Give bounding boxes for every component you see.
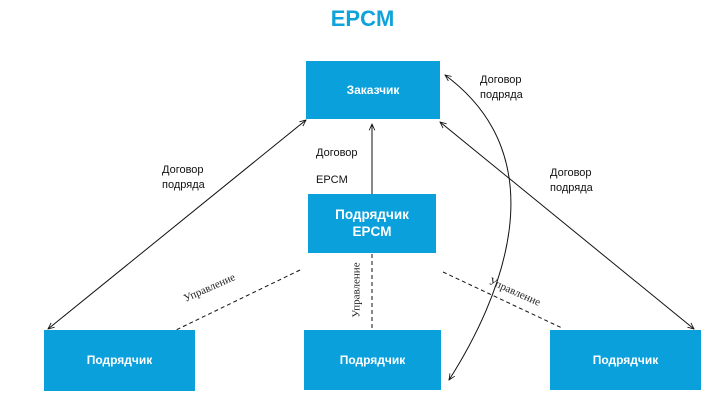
contract-right-label-line1: Договор [550,167,592,179]
contract-right-arrow [440,122,694,329]
management-left-line [175,269,301,331]
management-right-line [442,271,563,329]
customer-label: Заказчик [346,82,400,97]
contractor-right-box: Подрядчик [550,330,701,390]
epcm-contractor-box: Подрядчик EPCM [308,194,436,253]
management-middle-label: Управление [350,262,363,318]
contract-left-label-line1: Договор [162,164,204,176]
diagram-title: EPCM [330,6,395,31]
contract-left-arrow [48,120,306,329]
contract-curve-arrow [445,75,512,380]
contractor-left-label: Подрядчик [86,353,153,367]
epcm-contractor-label-line2: EPCM [352,223,392,239]
contract-epcm-label-line1: Договор [316,147,358,159]
contractor-right-label: Подрядчик [592,352,659,367]
contract-epcm-label-line2: EPCM [316,174,348,186]
contractor-left-box: Подрядчик [44,330,195,391]
customer-box: Заказчик [306,61,440,119]
contract-right-label-line2: подряда [550,182,593,194]
contractor-middle-box: Подрядчик [304,330,441,390]
contract-curve-label-line1: Договор [480,74,522,86]
contract-left-label-line2: подряда [162,179,205,191]
contractor-middle-label: Подрядчик [339,352,406,367]
contract-curve-label-line2: подряда [480,89,523,101]
epcm-contractor-label-line1: Подрядчик [335,206,409,222]
